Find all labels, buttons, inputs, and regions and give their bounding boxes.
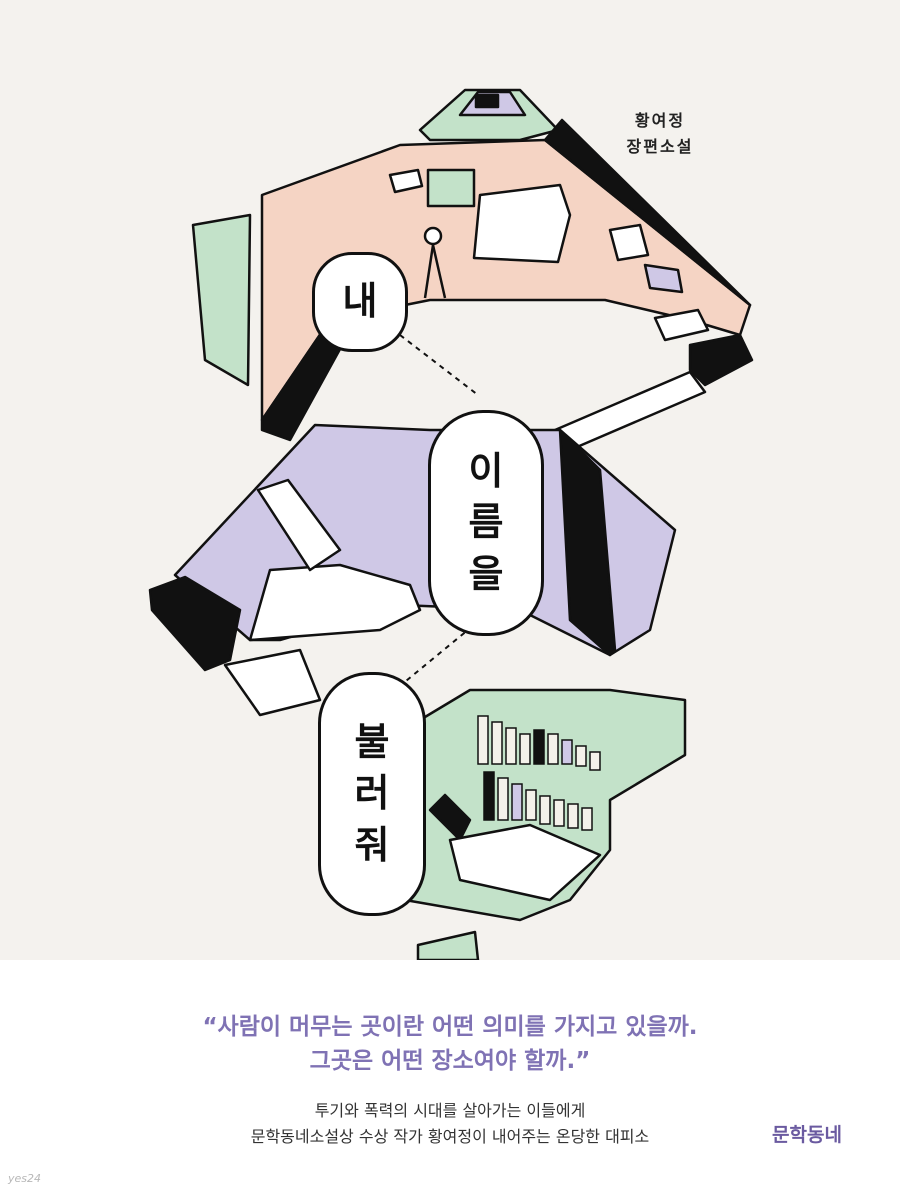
title-char: 을 bbox=[468, 551, 504, 596]
blurb-line: 문학동네소설상 수상 작가 황여정이 내어주는 온당한 대피소 bbox=[250, 1127, 650, 1146]
title-char: 줘 bbox=[354, 822, 390, 867]
cover-illustration bbox=[148, 88, 754, 962]
watermark: yes24 bbox=[8, 1172, 42, 1185]
title-bubble-2: 이 름 을 bbox=[428, 410, 544, 636]
publisher-logo: 문학동네 bbox=[772, 1124, 842, 1146]
cover-blurb: 투기와 폭력의 시대를 살아가는 이들에게 문학동네소설상 수상 작가 황여정이… bbox=[150, 1098, 750, 1150]
author-block: 황여정 장편소설 bbox=[610, 108, 710, 160]
rooms-illustration bbox=[148, 88, 754, 962]
quote-line: 그곳은 어떤 장소여야 할까.” bbox=[309, 1048, 591, 1074]
cover-bottom-panel bbox=[0, 960, 900, 1200]
book-genre: 장편소설 bbox=[626, 137, 694, 156]
quote-line: “사람이 머무는 곳이란 어떤 의미를 가지고 있을까. bbox=[202, 1014, 698, 1040]
title-char: 이 bbox=[468, 449, 504, 494]
title-bubble-3: 불 러 줘 bbox=[318, 672, 426, 916]
title-char: 러 bbox=[354, 771, 390, 816]
title-char: 름 bbox=[468, 500, 504, 545]
author-name: 황여정 bbox=[634, 111, 686, 130]
cover-quote: “사람이 머무는 곳이란 어떤 의미를 가지고 있을까. 그곳은 어떤 장소여야… bbox=[0, 1010, 900, 1078]
title-char: 불 bbox=[354, 720, 390, 765]
title-char: 내 bbox=[342, 279, 378, 324]
title-bubble-1: 내 bbox=[312, 252, 408, 352]
blurb-line: 투기와 폭력의 시대를 살아가는 이들에게 bbox=[314, 1101, 586, 1120]
